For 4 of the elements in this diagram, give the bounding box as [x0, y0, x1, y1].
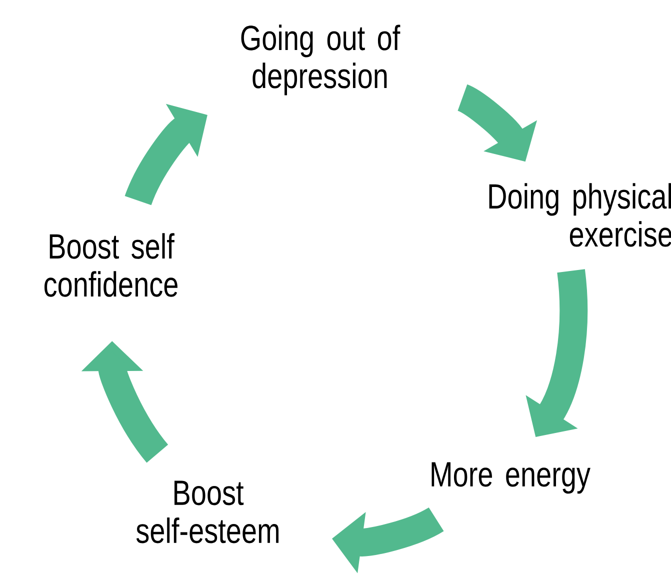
- cycle-step-label: Boost self-esteem: [136, 480, 278, 544]
- cycle-step-label: Going out of depression: [241, 24, 400, 96]
- cycle-step-label: Boost self confidence: [44, 233, 178, 297]
- cycle-step-label: More energy: [432, 462, 590, 494]
